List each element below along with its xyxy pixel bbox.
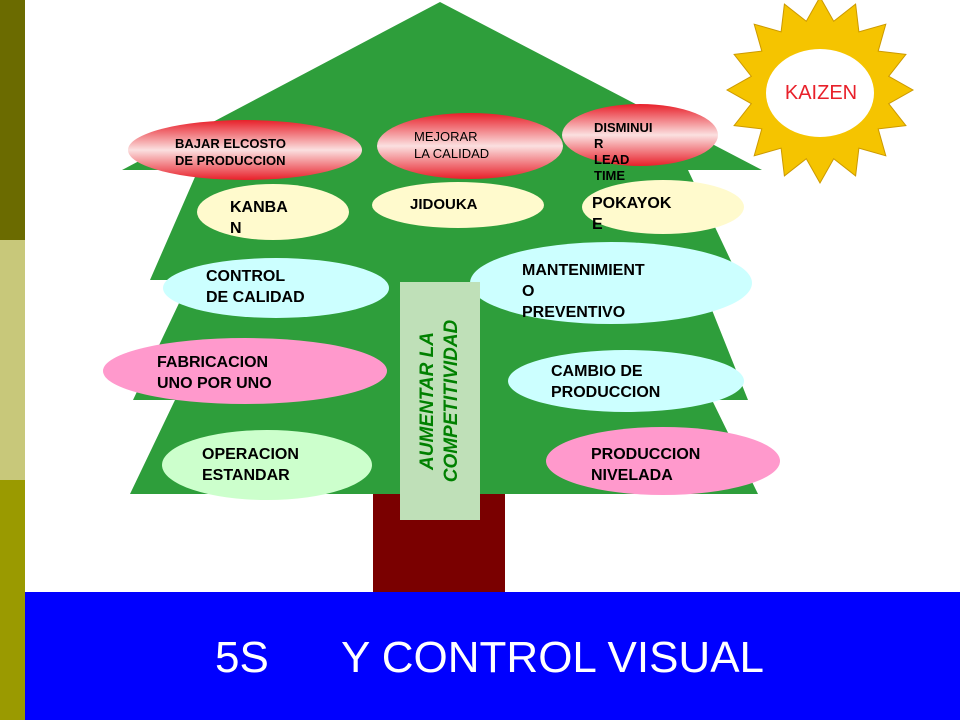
goal-mejorar-calidad-shape: [377, 113, 563, 179]
footer-control-visual: Y CONTROL VISUAL: [341, 633, 765, 682]
tool-control-calidad-label: CONTROL DE CALIDAD: [206, 268, 305, 306]
tool-produccion-nivelada: [546, 427, 780, 495]
tool-fabricacion: [103, 338, 387, 404]
tool-cambio-produccion: [508, 350, 744, 412]
tool-operacion-estandar: [162, 430, 372, 500]
tool-kanban-label: KANBA N: [230, 199, 288, 237]
tool-mantenimiento-label: MANTENIMIENT O PREVENTIVO: [522, 262, 645, 321]
goal-lead-time: DISMINUI R LEAD TIME: [594, 120, 653, 183]
goal-bajar-costo: BAJAR ELCOSTO DE PRODUCCION: [175, 136, 286, 168]
goal-lead-time-shape: [562, 104, 718, 166]
goal-bajar-costo-shape: [128, 120, 362, 180]
tool-jidouka-label: JIDOUKA: [410, 196, 478, 213]
tool-cambio-produccion-label: CAMBIO DE PRODUCCION: [551, 363, 661, 401]
tool-jidouka: [372, 182, 544, 228]
competitividad-banner-label: AUMENTAR LA COMPETITIVIDAD: [417, 319, 462, 483]
tool-operacion-estandar-label: OPERACION ESTANDAR: [202, 446, 299, 484]
goal-mejorar-calidad: MEJORAR LA CALIDAD: [414, 129, 490, 161]
left-strip-dark-top: [0, 0, 25, 240]
left-strip-olive: [0, 480, 25, 720]
tool-control-calidad: [163, 258, 389, 318]
tool-pokayoke-label: POKAYOK E: [592, 195, 672, 233]
competitividad-banner: [400, 282, 480, 520]
kaizen-label: KAIZEN: [784, 82, 858, 104]
tool-mantenimiento: [470, 242, 752, 324]
tool-fabricacion-label: FABRICACION UNO POR UNO: [157, 354, 272, 392]
left-strip-light: [0, 240, 25, 480]
tool-pokayoke: [582, 180, 744, 234]
tool-produccion-nivelada-label: PRODUCCION NIVELADA: [591, 446, 701, 484]
footer-banner: [25, 592, 960, 720]
kaizen-center: [766, 49, 874, 137]
tool-kanban: [197, 184, 349, 240]
footer-5s: 5S: [215, 633, 269, 682]
